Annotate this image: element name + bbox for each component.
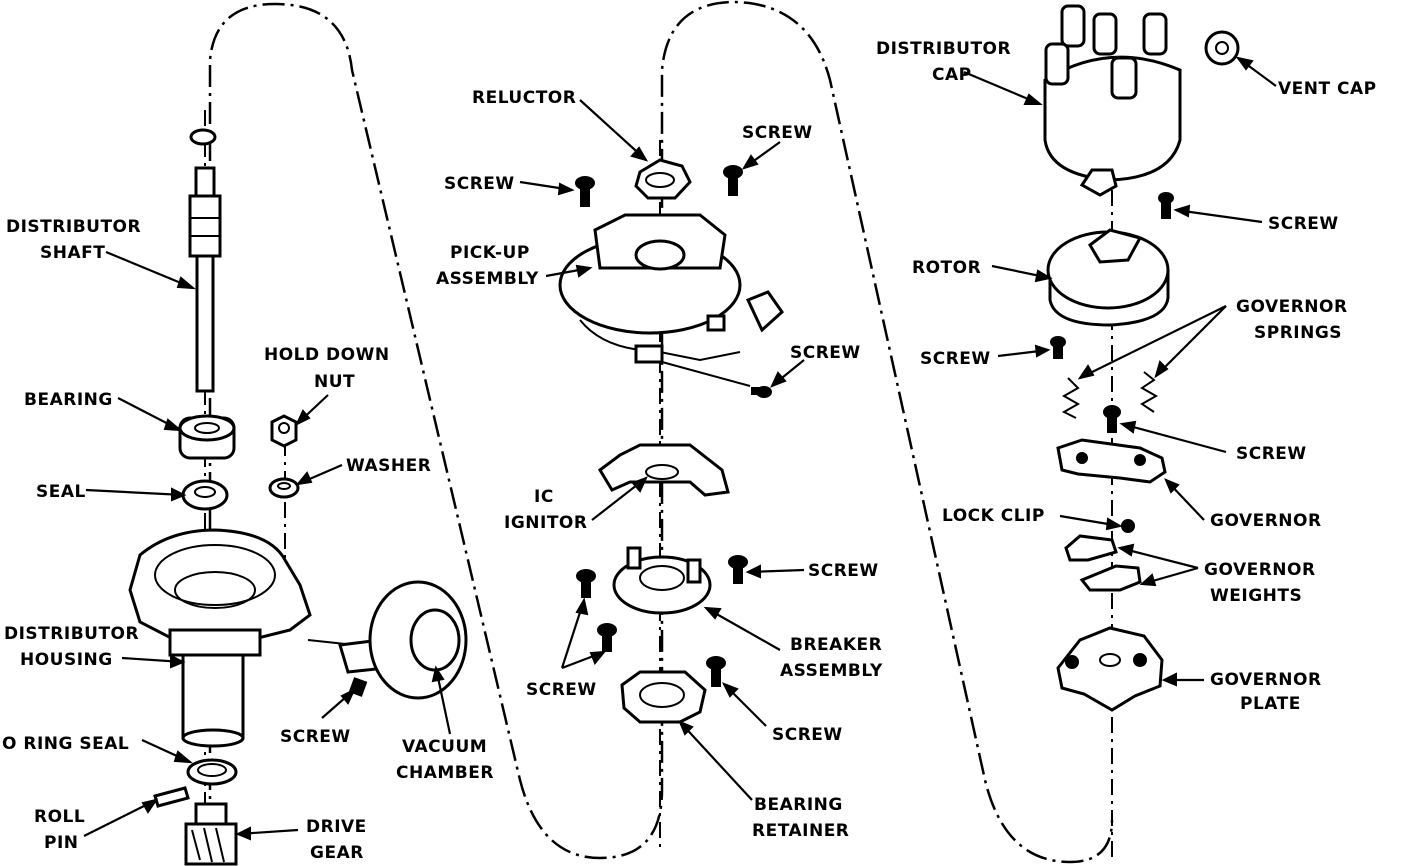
label-distributor-housing-2: HOUSING	[20, 650, 113, 670]
ic-ignitor-part	[598, 443, 730, 497]
screw-cap-part	[1158, 192, 1174, 219]
label-screw-cap: SCREW	[1268, 214, 1339, 234]
label-governor: GOVERNOR	[1210, 511, 1322, 531]
washer-part	[268, 477, 300, 499]
governor-springs-part	[1061, 371, 1159, 419]
label-distributor-cap-2: CAP	[932, 65, 972, 85]
label-drive-gear-1: DRIVE	[306, 817, 367, 837]
label-washer: WASHER	[346, 456, 431, 476]
label-distributor-housing-1: DISTRIBUTOR	[4, 624, 139, 644]
label-distributor-cap-1: DISTRIBUTOR	[876, 39, 1011, 59]
label-bearing: BEARING	[24, 390, 113, 410]
label-lock-clip: LOCK CLIP	[942, 506, 1045, 526]
screw-rotor-part	[1050, 336, 1066, 359]
seal-part	[181, 479, 229, 511]
label-governor-plate-1: GOVERNOR	[1210, 670, 1322, 690]
label-screw-rotor: SCREW	[920, 349, 991, 369]
labels: DISTRIBUTOR SHAFT BEARING SEAL DISTRIBUT…	[2, 39, 1377, 863]
label-governor-weights-2: WEIGHTS	[1210, 586, 1302, 606]
screw-breaker-right-part	[728, 555, 748, 584]
label-vacuum-chamber-2: CHAMBER	[396, 763, 494, 783]
rotor-part	[1046, 228, 1170, 327]
drive-gear-part	[184, 802, 238, 866]
label-drive-gear-2: GEAR	[310, 843, 364, 863]
governor-weights-part	[1064, 534, 1142, 592]
label-governor-weights-1: GOVERNOR	[1204, 560, 1316, 580]
label-governor-springs-1: GOVERNOR	[1236, 297, 1348, 317]
reluctor-part	[634, 158, 692, 200]
bearing-part	[178, 414, 236, 460]
label-screw-pickup: SCREW	[790, 343, 861, 363]
dashed-frame	[208, 0, 1114, 864]
label-screw-vacuum: SCREW	[280, 727, 351, 747]
label-screw-top-right: SCREW	[742, 123, 813, 143]
label-distributor-shaft-1: DISTRIBUTOR	[6, 217, 141, 237]
distributor-housing-part	[128, 528, 312, 748]
label-roll-pin-2: PIN	[44, 833, 79, 853]
label-screw-governor: SCREW	[1236, 444, 1307, 464]
label-reluctor: RELUCTOR	[472, 88, 576, 108]
label-roll-pin-1: ROLL	[34, 807, 85, 827]
label-breaker-assembly-2: ASSEMBLY	[780, 661, 883, 681]
lock-clip-part	[1121, 519, 1135, 533]
hold-down-nut-part	[270, 414, 298, 448]
roll-pin-part	[153, 786, 190, 808]
label-screw-breaker-left: SCREW	[526, 680, 597, 700]
label-pickup-assembly-1: PICK-UP	[450, 243, 530, 263]
screw-top-right-part	[723, 165, 743, 196]
o-ring-seal-part	[186, 758, 238, 786]
label-distributor-shaft-2: SHAFT	[40, 243, 105, 263]
screw-governor-part	[1103, 405, 1121, 433]
label-screw-retainer: SCREW	[772, 725, 843, 745]
governor-part	[1056, 438, 1167, 484]
label-o-ring-seal: O RING SEAL	[2, 734, 129, 754]
vent-cap-part	[1204, 30, 1240, 66]
shaft-washer	[189, 128, 217, 146]
label-pickup-assembly-2: ASSEMBLY	[436, 269, 539, 289]
label-vent-cap: VENT CAP	[1278, 79, 1377, 99]
governor-plate-part	[1056, 626, 1164, 712]
breaker-assembly-part	[612, 546, 712, 615]
screw-pickup-part	[751, 386, 772, 398]
label-governor-plate-2: PLATE	[1240, 694, 1301, 714]
vacuum-chamber-part	[307, 580, 468, 700]
label-ic-ignitor-2: IGNITOR	[504, 513, 587, 533]
leader-lines	[83, 56, 1277, 841]
label-bearing-retainer-2: RETAINER	[752, 821, 849, 841]
screw-breaker-left2-part	[597, 623, 617, 652]
label-governor-springs-2: SPRINGS	[1254, 323, 1342, 343]
pickup-assembly-part	[558, 213, 784, 364]
label-screw-top-left: SCREW	[444, 174, 515, 194]
label-hold-down-nut-2: NUT	[314, 372, 355, 392]
screw-top-left-part	[575, 176, 595, 207]
label-hold-down-nut-1: HOLD DOWN	[264, 345, 390, 365]
label-bearing-retainer-1: BEARING	[754, 795, 843, 815]
bearing-retainer-part	[620, 670, 707, 724]
label-breaker-assembly-1: BREAKER	[790, 635, 882, 655]
label-vacuum-chamber-1: VACUUM	[402, 737, 487, 757]
screw-breaker-left1-part	[576, 569, 596, 598]
distributor-cap-part	[1043, 4, 1182, 197]
label-rotor: ROTOR	[912, 258, 981, 278]
label-ic-ignitor-1: IC	[534, 487, 554, 507]
label-seal: SEAL	[36, 482, 86, 502]
distributor-shaft-part	[188, 166, 222, 393]
label-screw-breaker-right: SCREW	[808, 561, 879, 581]
screw-retainer-part	[706, 656, 726, 687]
